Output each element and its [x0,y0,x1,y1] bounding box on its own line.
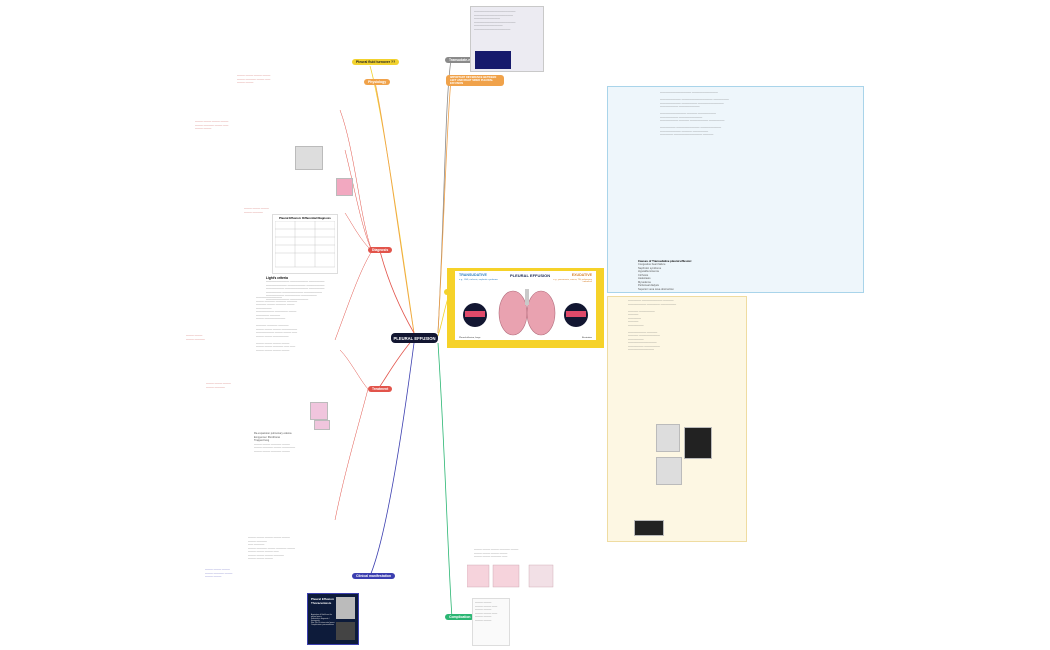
thoracentesis-line-3: Complication: pneumothorax [311,624,334,626]
branch-physiology[interactable]: Physiology [364,79,391,85]
infographic-left-heading: TRANSUDATIVE [459,273,487,277]
clinical-annotation: ——— ——— —————— ———— —————— ——— [205,568,233,578]
infographic-right-heading: EXUDATIVE [571,273,592,277]
thoracentesis-card[interactable]: Pleural Effusion Thoracentesis Aspiratio… [307,593,359,645]
lung-illustration-thumb [336,178,353,196]
diagnosis-table-title: Pleural Effusion: Differential Diagnosis [279,216,331,220]
exudative-panel: ————— ———————— ——————————— ————— ———————… [607,296,747,542]
wire-diagnosis [379,250,415,334]
formula-box [475,51,511,69]
transudate-exudate-panel: ————————————————————————————————————————… [470,6,544,72]
central-topic[interactable]: PLEURAL EFFUSION [391,333,438,343]
wire-physiology [374,81,415,334]
thoracentesis-ct [336,622,355,640]
complication-note-0: Re-expansion pulmonary edema [254,432,292,435]
diagnosis-table: Pleural Effusion: Differential Diagnosis [272,214,338,274]
xray-image-2 [684,427,712,459]
causes-list: Causes of Transudative pleural effusion:… [638,259,698,291]
infographic-right-caption: e.g., pneumonia, cancer, TB, pulmonary e… [553,279,592,283]
complication-note-1: Empyema / fibrothorax [254,435,281,439]
thoracentesis-line-0: Aspiration of fluid from the pleural spa… [311,614,332,618]
lights-notes: ————————— ——————— —————————————— ———————… [266,280,325,301]
cause-2: Hypoalbuminemia [638,270,659,273]
pleural-effusion-infographic: TRANSUDATIVE PLEURAL EFFUSION EXUDATIVE … [447,268,604,348]
wire-pleural-fluid-turnover [369,65,415,334]
left-lung [498,290,528,336]
lights-criteria-block: Light's criteria ————————— ——————— —————… [266,276,340,301]
complication-illustrations [467,564,554,588]
thoracentesis-line-1: Indications: diagnostic / therapeutic [311,618,330,622]
cause-6: Peritoneal dialysis [638,284,659,287]
wire-clinical-manifestation [369,342,415,577]
physiology-annotation: ——— ——— ——— —————— ———— ——— ————— ——— [237,74,271,84]
lights-heading: Light's criteria [266,276,288,280]
treatment-image-2 [314,420,330,430]
diagnosis-annotation-2: ——— ——— —————— ———— [244,207,269,214]
diagnosis-grid [274,220,336,268]
branch-transudate-exudate[interactable]: Transudate-exudate [445,57,486,63]
diagnosis-annotation-1: ——— ——— ——— —————— ———— ——— ————— ——— [195,120,229,130]
right-lung [526,290,556,336]
treatment-annotation-1: ——— —————— ———— [186,334,205,341]
cause-3: Cirrhosis [638,273,649,277]
branch-pleural-fluid-turnover[interactable]: Pleural fluid turnover ?? [352,59,400,65]
cause-0: Congestive heart failure [638,263,666,266]
diagram-image [656,457,682,485]
branch-treatment[interactable]: Treatment [368,386,393,392]
complication-notes: Re-expansion pulmonary edema Empyema / f… [254,432,332,453]
cause-4: Atelectasis [638,277,651,280]
treatment-notes: ————————————— ———— ———— ———————— ——— ———… [256,296,298,352]
wire-important [437,79,452,334]
cause-5: Myxedema [638,280,651,284]
formula-image [634,520,664,536]
xray-image-1 [656,424,680,452]
panel-notes: ————————————————————————————————————————… [474,10,516,31]
infographic-left-caption: e.g., CHF, cirrhosis, nephrotic syndrome [459,279,498,281]
chest-xray-thumb [295,146,323,170]
branch-clinical-manifestation[interactable]: Clinical manifestation [352,573,396,579]
treatment-annotation-2: ——— ——— —————— ———— [206,382,231,389]
transudative-panel: ———————————— —————————————————— ————————… [607,86,864,293]
complication-table: ——— —————— ——— ————— —————— ——— ————— ——… [472,598,510,646]
thoracentesis-lines: Aspiration of fluid from the pleural spa… [311,614,335,626]
clinical-notes: ——— ——— ——— ——— —————— —————— ——————— ——… [248,536,295,560]
infographic-footer-right: Illustration [582,337,592,339]
transudative-notes: ———————————— —————————————————— ————————… [660,91,729,136]
causes-heading: Causes of Transudative pleural effusion: [638,259,692,263]
infographic-title: PLEURAL EFFUSION [510,273,551,278]
infographic-canvas: TRANSUDATIVE PLEURAL EFFUSION EXUDATIVE … [455,271,596,340]
treatment-image-1 [310,402,328,420]
branch-complication[interactable]: Complication [445,614,475,620]
branch-important-note[interactable]: IMPORTANT DIFFERENCE BETWEEN LEFT AND RI… [446,75,504,86]
wire-complication [437,342,453,619]
thoracentesis-line-2: Site: 5th-7th intercostal space [311,622,335,624]
complication-note-2: Trapped lung [254,439,270,442]
cause-1: Nephrotic syndrome [638,266,662,270]
lungs-illustration [463,289,588,336]
cause-7: Superior vena cava obstruction [638,287,674,291]
exudative-notes: ————— ———————— ——————————— ————— ———————… [628,299,677,351]
branch-diagnosis[interactable]: Diagnosis [368,247,393,253]
thoracentesis-title: Pleural Effusion Thoracentesis [311,597,334,605]
complication-notes-right: ——— ——— ——— ———— —————— ——— ——— —————— —… [474,548,519,558]
thoracentesis-xray [336,597,355,619]
infographic-footer-left: Pleural effusion, lungs [459,337,481,339]
